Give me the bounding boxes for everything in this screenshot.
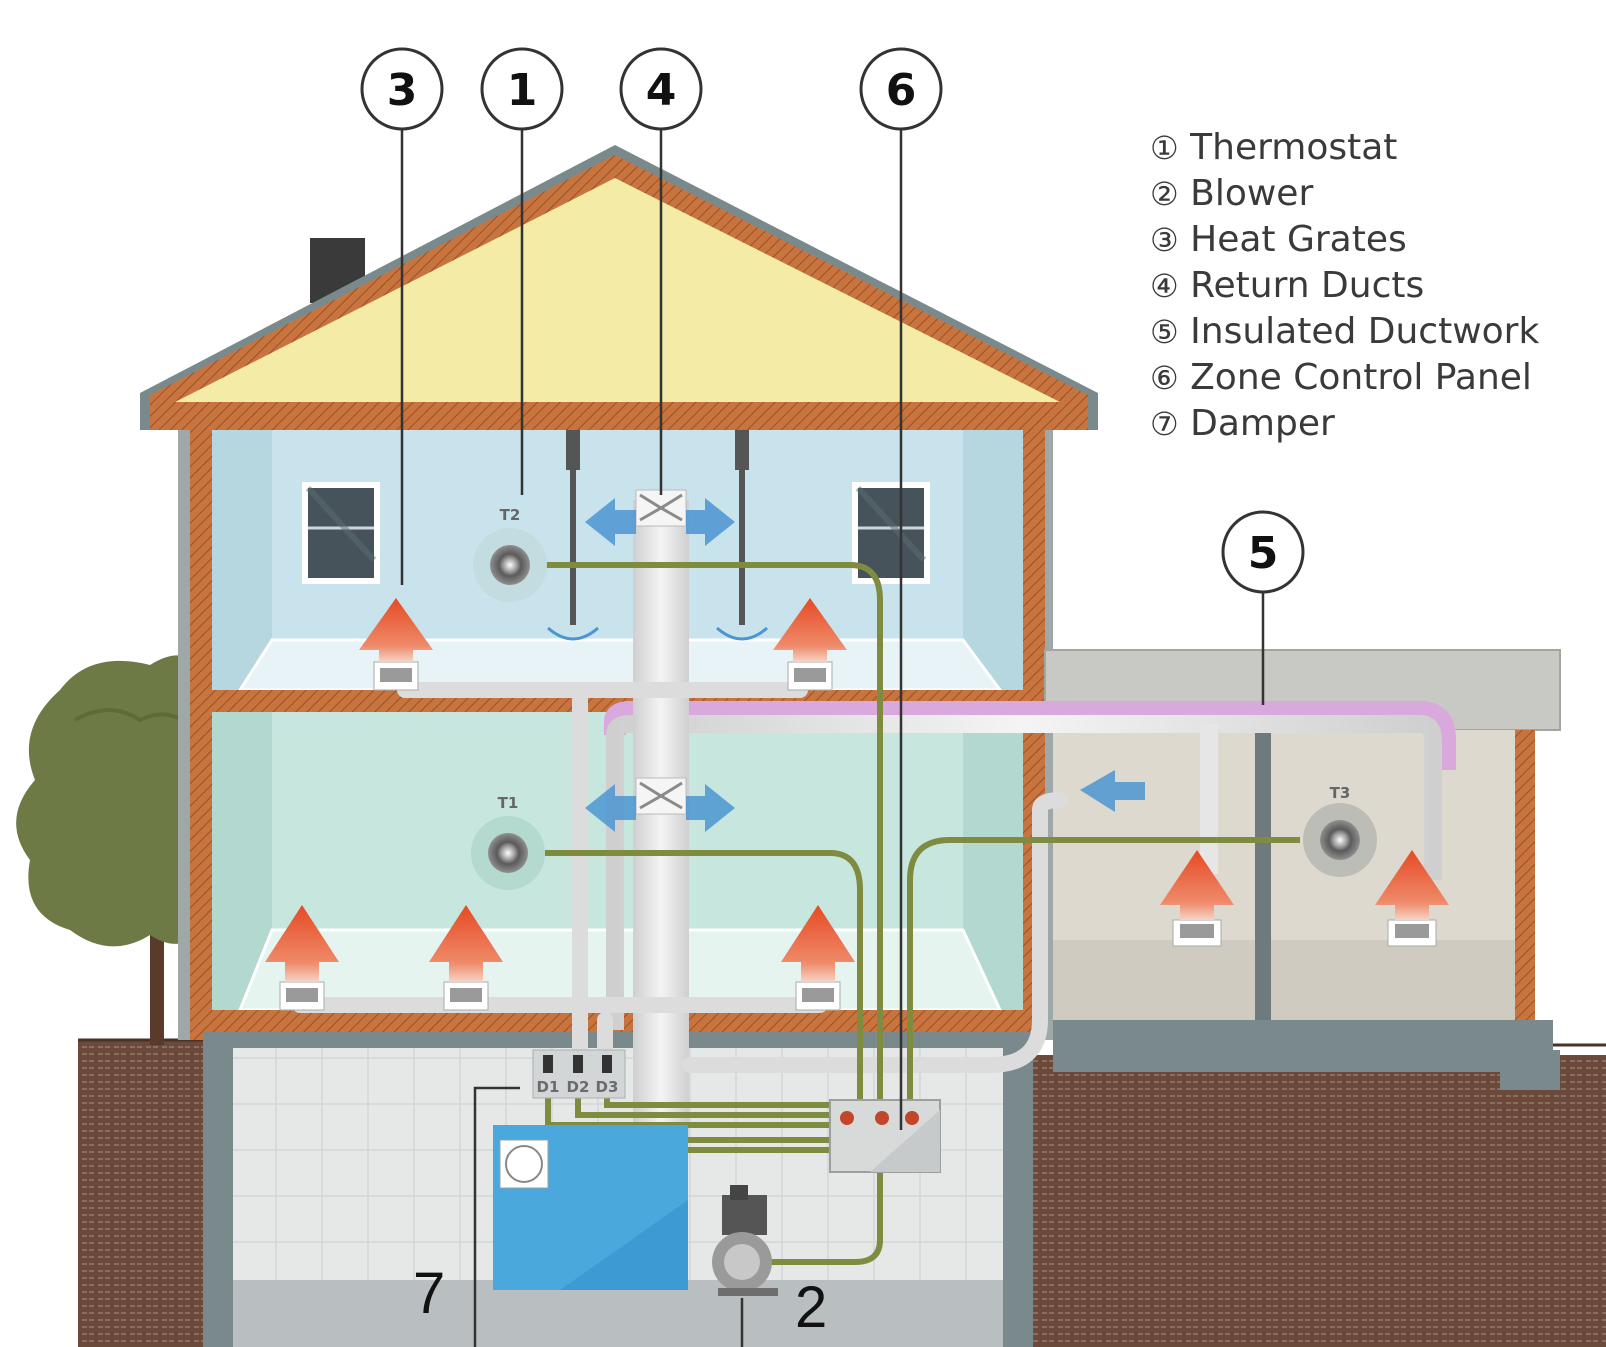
legend-item-blower: ② Blower [1150,173,1314,214]
svg-text:T2: T2 [500,506,521,524]
heat-grate-garage-1 [1160,850,1234,947]
zone-control-panel [829,1099,941,1173]
heat-grate-lower-1 [265,905,339,1011]
callout-5: 5 [1221,510,1305,594]
heat-grate-lower-2 [429,905,503,1011]
heat-grate-lower-3 [781,905,855,1011]
component-legend: ① Thermostat ② Blower ③ Heat Grates ④ Re… [1150,125,1539,447]
svg-text:3: 3 [387,65,418,116]
svg-text:1: 1 [507,65,538,116]
callout-leaders [400,128,1265,1347]
heat-grate-upper-right [773,598,847,691]
ceiling-fan-right [716,430,768,641]
return-grill-upper [635,489,687,527]
legend-item-damper: ⑦ Damper [1150,403,1335,444]
svg-text:T3: T3 [1330,784,1351,802]
insulated-duct [604,701,1456,770]
furnace [493,1125,688,1290]
damper-number-label: 7 [413,1261,445,1326]
legend-item-insulated-ductwork: ⑤ Insulated Ductwork [1150,311,1540,352]
legend-item-heat-grates: ③ Heat Grates [1150,219,1407,260]
thermostat-t2: T2 [473,506,547,602]
callout-6: 6 [859,47,943,131]
svg-text:6: 6 [886,65,917,116]
callout-3: 3 [360,47,444,131]
thermostat-t3: T3 [1303,784,1377,877]
legend-item-return-ducts: ④ Return Ducts [1150,265,1425,306]
tree [16,655,206,1045]
legend-item-zone-control-panel: ⑥ Zone Control Panel [1150,357,1532,398]
callout-1: 1 [480,47,564,131]
window-left [302,482,380,584]
left-wall [190,430,212,1040]
blower-number-label: 2 [795,1275,827,1340]
thermostat-t1: T1 [471,794,545,890]
callout-4: 4 [619,47,703,131]
return-air-arrows [585,498,1145,832]
svg-text:5: 5 [1248,528,1279,579]
heat-grate-garage-2 [1375,850,1449,947]
blower [712,1185,778,1296]
roof [140,145,1098,430]
return-trunk [633,500,689,1140]
damper-d1: D1 [537,1078,560,1096]
ceiling-fan-left [547,430,599,641]
dampers: D1 D2 D3 [532,1049,626,1099]
garage-supply-duct [606,715,1442,1030]
return-grill-lower [635,777,687,815]
damper-d3: D3 [596,1078,619,1096]
heat-grate-upper-left [359,598,433,691]
legend-item-thermostat: ① Thermostat [1150,127,1398,168]
heat-grates [265,598,1449,1011]
svg-text:4: 4 [646,65,677,116]
svg-text:T1: T1 [498,794,519,812]
ground [78,1038,1606,1347]
damper-d2: D2 [567,1078,590,1096]
